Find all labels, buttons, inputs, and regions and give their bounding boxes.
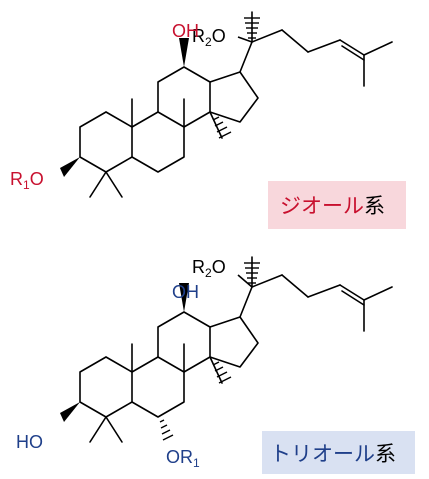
diol-r2o-label: R2O <box>192 26 226 49</box>
triol-r2o-label: R2O <box>192 257 226 280</box>
diol-r1o-label: R1O <box>10 169 44 192</box>
triol-ho-label: HO <box>16 432 43 452</box>
triol-structure: R2O OH HO OR1 <box>16 256 393 470</box>
diol-tag: ジオール系 <box>268 181 406 229</box>
triol-oh-label: OH <box>172 282 199 302</box>
triol-tag-label: トリオール系 <box>270 442 396 466</box>
diol-structure: R2O OH R1O <box>10 11 393 198</box>
diol-tag-label: ジオール系 <box>280 194 385 218</box>
diol-oh-label: OH <box>172 21 199 41</box>
triol-tag: トリオール系 <box>262 431 415 474</box>
triol-or1-label: OR1 <box>166 447 200 470</box>
